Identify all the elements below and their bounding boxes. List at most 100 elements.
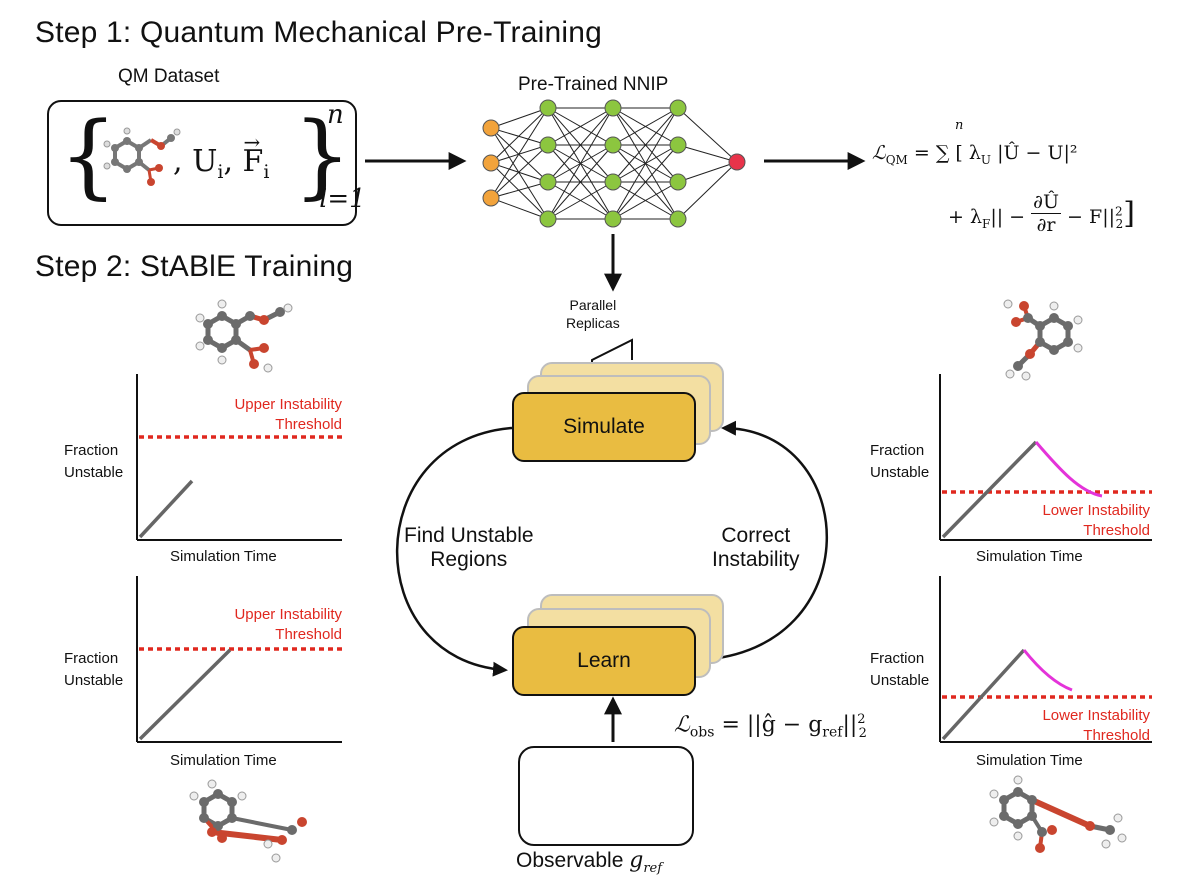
plot-tr-xlabel: Simulation Time [976,548,1083,565]
replicas-label: Parallel Replicas [566,296,620,332]
qm-loss-norm-sup: 2 [1115,204,1123,219]
plot-tl-th2: Threshold [275,416,342,433]
plot-tl-y1: Fraction [64,442,119,459]
nn-edge [677,161,738,220]
obs-loss-rhs-end: || [842,712,858,738]
step2-title: Step 2: StABlE Training [35,250,354,283]
nnip-label: Pre-Trained NNIP [518,74,669,95]
nn-node-hidden2 [604,99,622,117]
nn-edge [677,144,738,163]
nn-edge [612,107,679,146]
nn-node-input [482,119,500,137]
qm-loss-lhs-sub: QM [885,152,908,167]
nn-edge [490,181,549,199]
qm-loss-bracket-close: ] [1123,196,1135,231]
left-brace: { [59,102,118,209]
sub-range: i=1 [319,184,366,214]
nn-edge [490,127,549,183]
set-body-text: , U [173,144,218,179]
nn-edge [490,107,549,129]
plot-br-th2: Threshold [1083,727,1150,744]
qm-loss-u-hat: |Û [991,142,1020,164]
plot-bl-fraction-line [138,648,232,741]
nn-node-hidden1 [539,173,557,191]
qm-loss-line2: + λF|| − ∂Û ∂r − F||22] [948,191,1135,236]
plot-tr-th2: Threshold [1083,522,1150,539]
qm-loss-abs-end: |² [1063,142,1078,164]
qm-loss-norm-open: || − [990,206,1032,228]
observable-text: Observable [516,849,624,872]
qm-loss-sum-top: n [955,118,964,133]
find-unstable-l1: Find Unstable [404,524,534,547]
correct-instability-label: Correct Instability [712,524,800,572]
nn-edge [490,162,549,183]
observable-sym-sub: ref [643,861,663,877]
sub-i-force: i [263,161,270,183]
nn-edge [490,107,549,199]
plot-bl-y1: Fraction [64,650,119,667]
qm-dataset-label: QM Dataset [118,66,220,87]
molecule-top-right [1003,299,1083,381]
molecule-bottom-left [189,779,307,863]
nn-edge [677,107,738,163]
force-letter: F [242,144,264,179]
nn-edge [490,127,549,146]
arrow-find-unstable [395,426,513,677]
plot-br-decay-curve [1022,649,1073,692]
obs-loss-lhs-sub: obs [689,724,715,741]
nn-edge [612,181,679,220]
nn-edge [612,107,679,183]
plot-br-y2: Unstable [870,672,930,689]
nn-node-hidden3 [669,173,687,191]
plot-tr-th1: Lower Instability [1042,502,1150,519]
qm-loss-lhs: ℒ [872,142,886,164]
obs-loss: ℒobs = ||ĝ − gref||22 [674,712,867,741]
arrow-correct-instability [699,420,829,662]
nn-node-output [728,153,746,171]
plot-tl-fraction-line [138,479,194,539]
nn-edge [612,107,679,220]
nn-node-hidden1 [539,136,557,154]
nn-node-hidden1 [539,210,557,228]
nn-node-hidden2 [604,136,622,154]
nn-edge [490,162,549,220]
qm-loss-norm-close: || [1102,206,1115,228]
molecule-icon [103,127,181,186]
qm-loss-plus-lambda: + λ [948,206,983,228]
plot-bl-th2: Threshold [275,626,342,643]
qm-loss-sum: = ∑ [ λ [913,142,981,164]
obs-loss-sub: 2 [858,725,867,741]
plot-tr-decay-curve [1034,441,1103,498]
qm-loss-frac-den: ∂r [1036,213,1056,236]
nn-edge [547,181,614,220]
plot-bl-xlabel: Simulation Time [170,752,277,769]
plot-bl-th1: Upper Instability [234,606,342,623]
nn-edge [490,144,549,164]
force-symbol: F→ [242,130,264,179]
plot-tl-xlabel: Simulation Time [170,548,277,565]
obs-loss-rhs: = ||ĝ − g [721,712,823,738]
nn-node-hidden2 [604,173,622,191]
correct-l1: Correct [721,524,791,547]
set-sep: , [223,144,243,179]
nn-edge [612,144,679,220]
step1-title: Step 1: Quantum Mechanical Pre-Training [35,16,602,49]
observable-label: Observable gref [516,848,662,876]
qm-loss-lambda-u-sub: U [980,152,992,167]
replicas-l2: Replicas [566,315,620,331]
nn-edge [547,107,614,220]
nn-edge [490,127,549,220]
qm-set-body: , Ui, F→i [173,130,270,183]
obs-loss-rhs-sub: ref [822,724,843,741]
qm-loss-line1: ℒQM = ∑ [ λU |Û − U|² [872,142,1078,167]
qm-loss-minus-u: − U [1019,142,1064,164]
nn-edge [490,197,549,220]
nn-node-input [482,154,500,172]
sup-n: n [327,100,344,130]
molecule-top-left [195,299,293,373]
